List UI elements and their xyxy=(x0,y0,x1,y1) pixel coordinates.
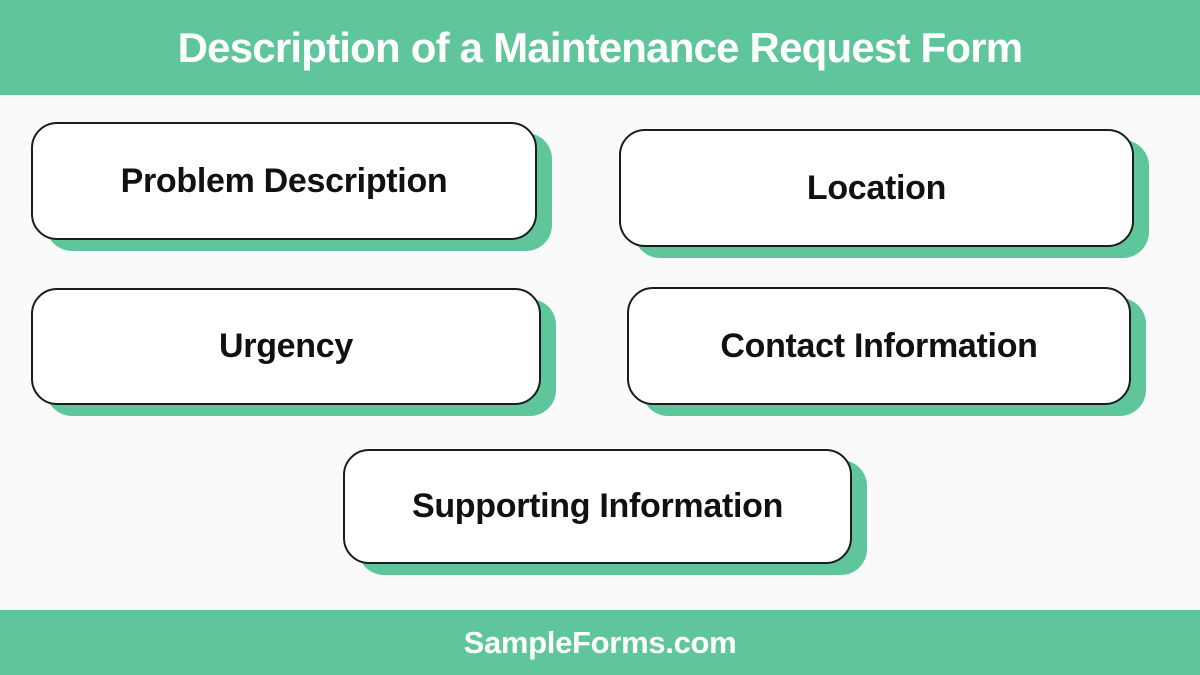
box-problem-description: Problem Description xyxy=(31,122,537,240)
footer-banner: SampleForms.com xyxy=(0,610,1200,675)
box-label: Urgency xyxy=(219,327,353,365)
box-contact-information: Contact Information xyxy=(627,287,1131,405)
box-label: Problem Description xyxy=(120,161,448,200)
box-location: Location xyxy=(619,129,1134,247)
box-supporting-information: Supporting Information xyxy=(343,449,852,564)
box-urgency: Urgency xyxy=(31,288,541,405)
box-label: Contact Information xyxy=(720,326,1038,365)
page-title: Description of a Maintenance Request For… xyxy=(177,23,1024,71)
box-label: Location xyxy=(806,168,947,207)
header-banner: Description of a Maintenance Request For… xyxy=(0,0,1200,95)
brand-watermark: SampleForms.com xyxy=(463,624,737,660)
box-label: Supporting Information xyxy=(411,487,784,525)
